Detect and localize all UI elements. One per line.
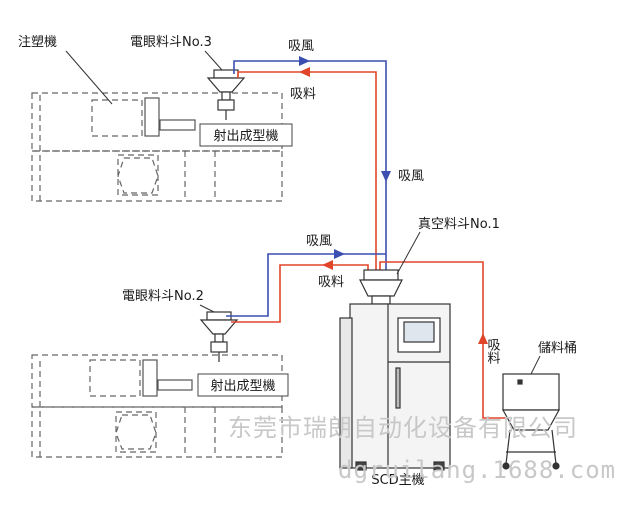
suction-air-right-label: 吸風 [398,169,424,184]
molding-machine-bottom-box [197,373,289,397]
arrow-air-right [381,171,391,182]
material-line-mid [231,264,369,323]
svg-text:吸料: 吸料 [485,338,501,364]
hopper-no2-icon [199,311,239,362]
hopper-no2-leader [199,304,215,313]
air-line-mid [226,253,386,317]
suction-material-top-label: 吸料 [290,87,316,102]
hopper-no3-label: 電眼料斗No.3 [130,35,212,50]
injection-machine-label: 注塑機 [18,35,57,50]
injection-machine-leader [65,50,113,105]
vacuum-hopper-leader [396,231,421,275]
storage-tank-leader [530,355,541,375]
arrow-material-mid [322,260,333,270]
injection-machine-top-solid [144,97,196,137]
hopper-no3-leader [204,50,223,71]
storage-tank-icon [501,373,561,470]
scd-main-unit-icon [339,303,451,471]
vacuum-hopper-no1-label: 真空料斗No.1 [418,217,500,232]
suction-air-mid-label: 吸風 [306,234,332,249]
arrow-material-vertical [478,333,488,344]
hopper-no2-label: 電眼料斗No.2 [122,289,204,304]
hopper-no3-icon [206,69,246,120]
storage-tank-label: 儲料桶 [538,341,577,356]
molding-machine-top-box [199,123,293,147]
watermark-line2: dgruilang.1688.com [338,456,616,484]
suction-air-top-label: 吸風 [288,39,314,54]
vacuum-hopper-no1-icon [359,269,403,305]
arrow-air-mid [334,249,345,259]
suction-material-mid-label: 吸料 [318,275,344,290]
molding-machine-bottom-label: 射出成型機 [210,378,275,394]
arrow-material-top [299,67,310,77]
scd-main-unit-label: SCD主機 [371,473,424,488]
material-line-storage [379,261,510,419]
arrow-air-top [299,56,310,66]
injection-machine-top [31,92,283,202]
injection-machine-bottom-solid [142,359,193,397]
suction-material-vertical-label: 吸料 [485,338,501,364]
molding-machine-top-label: 射出成型機 [213,128,278,144]
watermark-line1: 东莞市瑞朗自动化设备有限公司 [228,414,578,442]
